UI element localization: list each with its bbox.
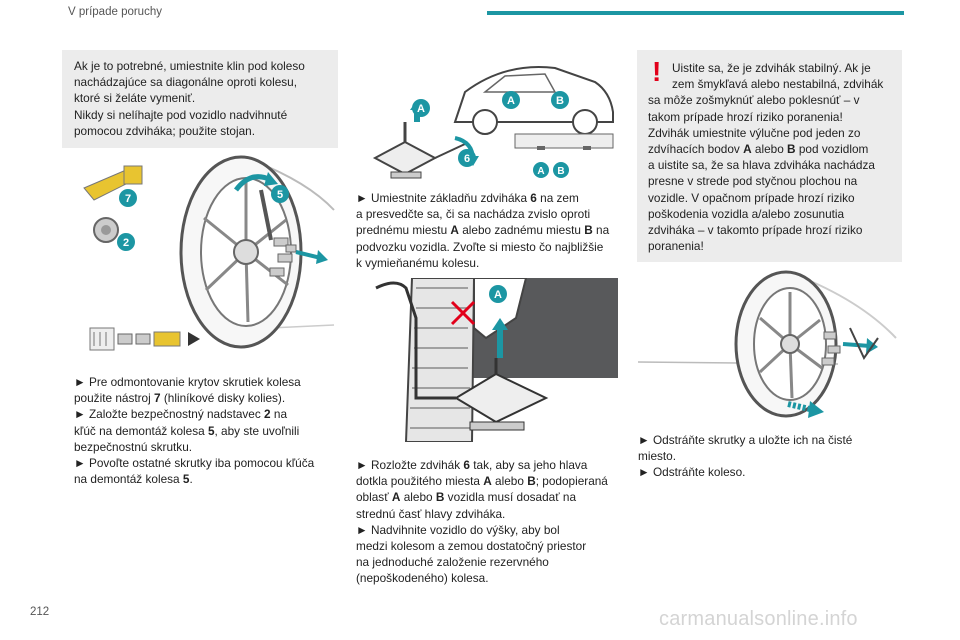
label-2: 2 bbox=[123, 237, 129, 249]
col1-steps: ► Pre odmontovanie krytov skrutiek koles… bbox=[74, 375, 315, 487]
wheel-bolt-removal-illustration: 7 2 5 bbox=[83, 155, 335, 351]
label-b-strip: B bbox=[557, 166, 564, 177]
watermark: carmanualsonline.info bbox=[659, 608, 858, 630]
label-a-closeup: A bbox=[494, 289, 502, 301]
jack-under-car-illustration: A bbox=[356, 278, 618, 442]
section-title: V prípade poruchy bbox=[68, 6, 162, 18]
warning-icon: ! bbox=[652, 56, 662, 87]
wheel-removal-illustration bbox=[638, 270, 897, 418]
col2-para1: ► Umiestnite základňu zdviháka 6 na zem … bbox=[356, 191, 610, 270]
warning-box bbox=[637, 50, 902, 262]
label-5: 5 bbox=[277, 189, 283, 201]
header-accent-bar bbox=[487, 11, 904, 15]
label-7: 7 bbox=[125, 193, 131, 205]
label-6: 6 bbox=[464, 153, 470, 165]
label-a-jack: A bbox=[417, 103, 425, 115]
label-a-strip: A bbox=[537, 166, 544, 177]
jack-points-illustration: A B A 6 A B bbox=[372, 66, 614, 179]
label-a-car: A bbox=[507, 95, 515, 107]
warning-text: Uistite sa, že je zdvihák stabilný. Ak j… bbox=[648, 61, 884, 254]
col3-steps: ► Odstráňte skrutky a uložte ich na čist… bbox=[638, 433, 853, 480]
note-box bbox=[62, 50, 338, 148]
page-number: 212 bbox=[30, 606, 50, 618]
col2-para2: ► Rozložte zdvihák 6 tak, aby sa jeho hl… bbox=[356, 458, 608, 586]
note-text: Ak je to potrebné, umiestnite klin pod k… bbox=[74, 59, 305, 138]
label-b-car: B bbox=[556, 95, 564, 107]
